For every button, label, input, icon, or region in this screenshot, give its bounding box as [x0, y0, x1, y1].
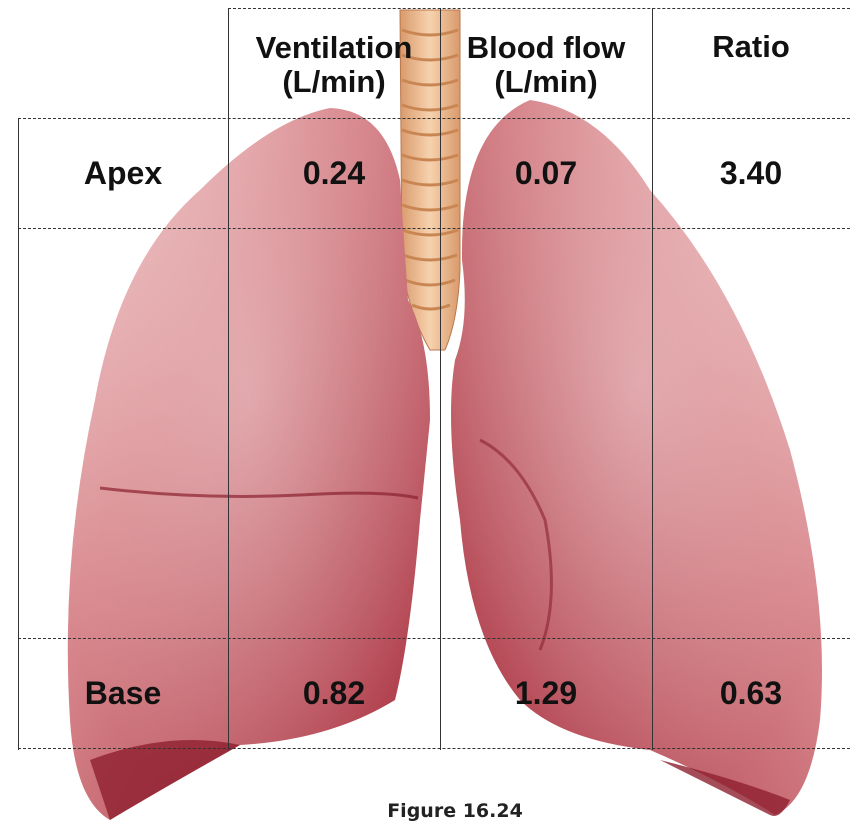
header-blood-flow-line1: Blood flow [467, 31, 625, 65]
apex-blood-flow: 0.07 [440, 120, 652, 226]
base-ventilation: 0.82 [228, 640, 440, 746]
grid-line-dashed [18, 638, 850, 639]
header-blood-flow-line2: (L/min) [494, 65, 597, 99]
grid-line-dashed [18, 748, 850, 749]
header-ventilation-line2: (L/min) [282, 65, 385, 99]
header-ventilation: Ventilation (L/min) [228, 22, 440, 108]
figure-caption: Figure 16.24 [0, 800, 850, 822]
grid-line-dashed [18, 228, 850, 229]
row-label-apex: Apex [18, 120, 228, 226]
apex-ratio: 3.40 [652, 120, 850, 226]
base-ratio: 0.63 [652, 640, 850, 746]
header-blood-flow: Blood flow (L/min) [440, 22, 652, 108]
base-blood-flow: 1.29 [440, 640, 652, 746]
row-label-base: Base [18, 640, 228, 746]
grid-line-dashed [228, 8, 850, 9]
apex-ventilation: 0.24 [228, 120, 440, 226]
header-ratio-text: Ratio [712, 30, 790, 64]
grid-line-dashed [18, 118, 850, 119]
header-ventilation-line1: Ventilation [256, 31, 413, 65]
header-ratio: Ratio [652, 22, 850, 72]
